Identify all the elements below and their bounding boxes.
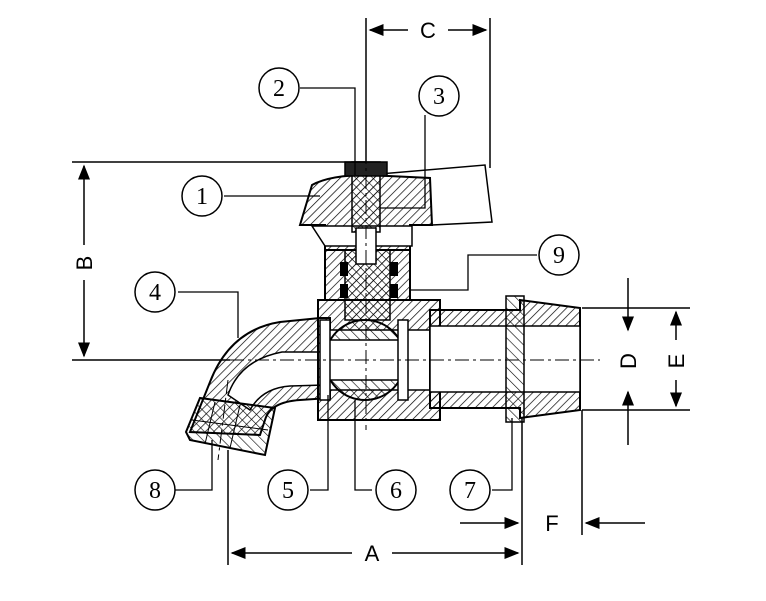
dimension-b-label: B xyxy=(72,256,97,271)
part-label-8: 8 xyxy=(149,478,161,504)
part-label-5: 5 xyxy=(282,478,294,504)
part-balloons xyxy=(134,67,580,511)
dimension-labels: C B D E A F xyxy=(72,18,689,566)
center-lines xyxy=(217,150,600,461)
part-number-labels: 1 2 3 4 5 6 7 8 9 xyxy=(149,76,565,504)
dimension-lines xyxy=(72,18,690,565)
part-label-3: 3 xyxy=(433,84,445,110)
dimension-a-label: A xyxy=(365,541,380,566)
leader-lines xyxy=(175,87,537,491)
hose-nut xyxy=(184,396,277,457)
part-label-4: 4 xyxy=(149,280,161,306)
handle xyxy=(298,161,493,265)
part-label-9: 9 xyxy=(553,243,565,269)
part-label-6: 6 xyxy=(390,478,402,504)
dimension-f-label: F xyxy=(545,511,558,536)
dimension-e-label: E xyxy=(664,354,689,369)
part-label-2: 2 xyxy=(273,76,285,102)
part-label-7: 7 xyxy=(464,478,476,504)
part-label-1: 1 xyxy=(196,184,208,210)
bonnet xyxy=(324,249,411,321)
dimension-c-label: C xyxy=(420,18,436,43)
dimension-d-label: D xyxy=(616,353,641,369)
